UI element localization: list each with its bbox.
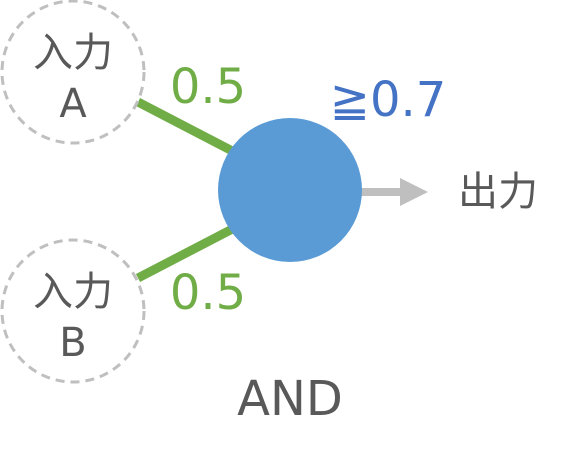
input-node-a-letter: A <box>59 81 87 127</box>
neuron-circle <box>218 118 362 262</box>
weight-connection-b <box>135 221 243 282</box>
output-arrow-icon <box>400 178 428 206</box>
gate-label: AND <box>237 371 343 427</box>
weight-connection-a <box>135 98 243 159</box>
input-node-b-circle <box>0 238 146 384</box>
output-label: 出力 <box>458 169 538 215</box>
input-node-a-label: 入力 <box>33 30 113 76</box>
threshold-label: ≧0.7 <box>330 72 447 128</box>
input-node-a: 入力 A <box>0 0 146 145</box>
input-node-b-label: 入力 <box>33 269 113 315</box>
weight-label-a: 0.5 <box>170 59 246 115</box>
input-node-b: 入力 B <box>0 238 146 384</box>
input-node-a-circle <box>0 0 146 145</box>
input-node-b-letter: B <box>59 320 86 366</box>
weight-label-b: 0.5 <box>170 265 246 321</box>
